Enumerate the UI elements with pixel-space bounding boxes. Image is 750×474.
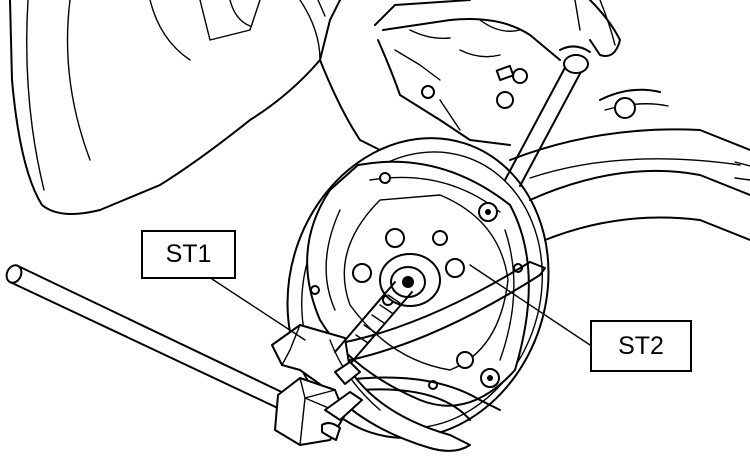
tie-rod (504, 45, 669, 187)
strut-housing (9, 0, 381, 215)
callout-st1-label: ST1 (141, 230, 236, 279)
callout-st2-label: ST2 (590, 320, 692, 372)
leader-lines (211, 264, 591, 346)
slide-hammer-rod (5, 264, 291, 411)
wheel-studs (352, 228, 465, 306)
hammer-weight (274, 361, 363, 446)
drive-shaft (509, 128, 750, 241)
forcing-screw (334, 281, 413, 365)
center-hub (379, 253, 441, 307)
knuckle-assembly (374, 0, 621, 146)
puller-arms (329, 261, 546, 421)
